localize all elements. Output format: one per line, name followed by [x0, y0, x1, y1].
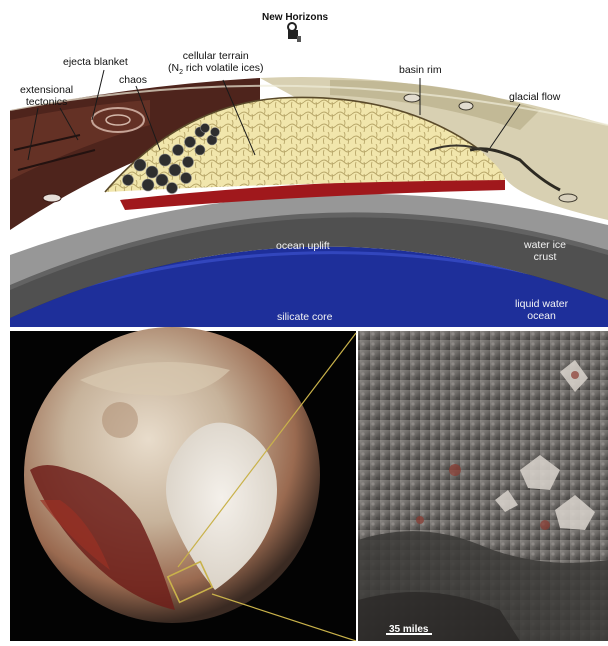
ocean-uplift-label: ocean uplift	[276, 240, 330, 252]
scale-bar-label: 35 miles	[389, 624, 428, 635]
cellular-terrain-label: cellular terrain (N2 rich volatile ices)	[168, 50, 264, 79]
spacecraft-label: New Horizons	[262, 12, 328, 24]
chaos-label: chaos	[119, 74, 147, 86]
glacial-flow-label: glacial flow	[509, 91, 560, 103]
ejecta-blanket-label: ejecta blanket	[63, 56, 128, 68]
cross-section-diagram	[10, 77, 608, 327]
basin-rim-label: basin rim	[399, 64, 442, 76]
water-ice-crust-label: water ice crust	[524, 239, 566, 263]
extensional-tectonics-label: extensional tectonics	[20, 84, 73, 108]
silicate-core-label: silicate core	[277, 311, 332, 323]
liquid-water-ocean-label: liquid water ocean	[515, 298, 568, 322]
